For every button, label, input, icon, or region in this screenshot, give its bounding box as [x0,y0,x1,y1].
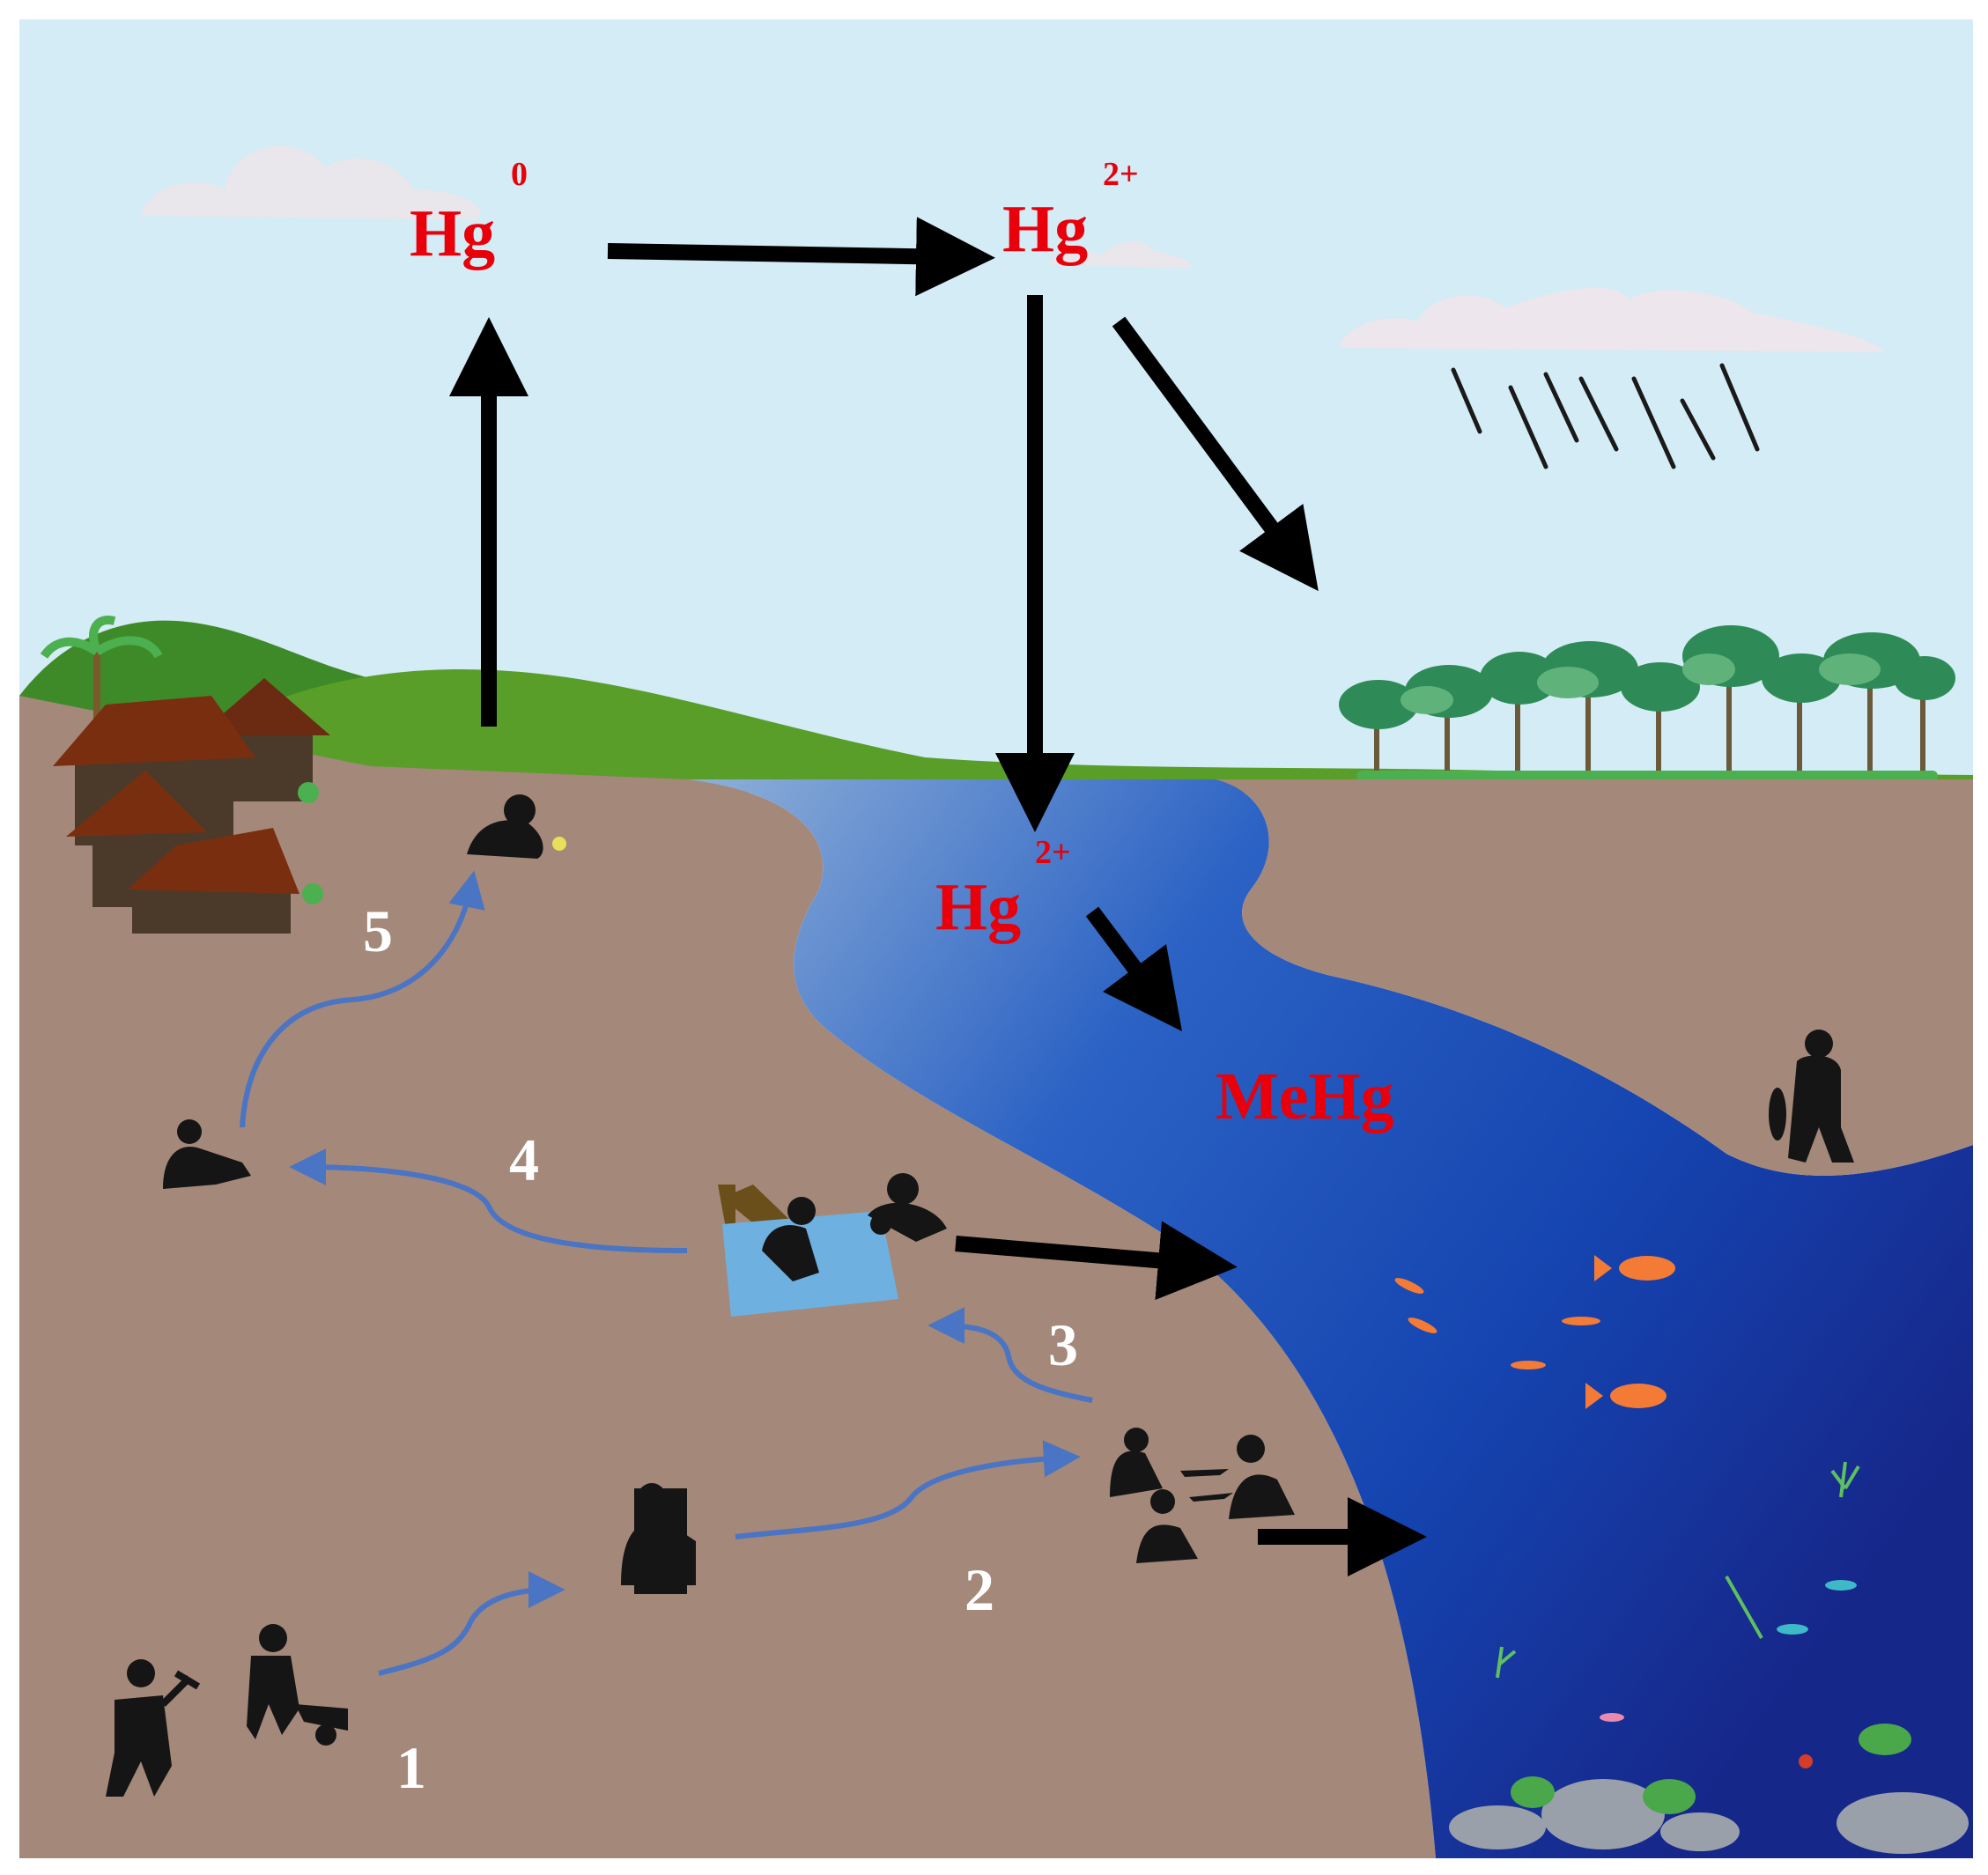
svg-text:2+: 2+ [1035,834,1071,871]
svg-text:2+: 2+ [1103,156,1139,193]
process-arrows [240,870,1093,1676]
cloud-icon [141,145,1192,269]
green-hill [264,669,1973,793]
village [40,616,330,934]
step-3-label: 3 [1048,1311,1078,1378]
arrow-hg0-to-hg2-air [607,217,995,297]
forest [1339,625,1955,781]
process-arrow-4 [289,1148,688,1253]
hg2-water-label: Hg 2+ [935,834,1071,944]
step-5-label: 5 [363,897,393,964]
rain-icon [1451,363,1760,469]
rock-icon [1449,1779,1969,1854]
hg2-air-label: Hg 2+ [1002,156,1139,266]
fish-icon [1394,1255,1857,1722]
svg-text:0: 0 [511,156,528,193]
sky [19,19,1973,786]
mehg-label: MeHg [1216,1059,1394,1133]
person-silhouette-icon [106,794,1854,1797]
step-4-label: 4 [509,1126,539,1193]
palm-tree-icon [40,616,163,722]
aquatic-plant-icon [1511,1724,1911,1814]
svg-text:Hg: Hg [935,870,1021,944]
svg-text:Hg: Hg [1002,192,1088,266]
hg0-label: Hg 0 [410,156,528,270]
right-bank [1216,779,1973,1176]
process-arrow-3 [927,1307,1093,1403]
arrow-sluice-to-river [955,1221,1238,1301]
step-2-label: 2 [964,1556,994,1623]
svg-text:Hg: Hg [410,196,495,270]
hut-icon [53,678,330,934]
step-1-label: 1 [396,1734,426,1801]
process-arrow-5 [240,870,485,1128]
arrow-hg2-to-forest [1112,316,1319,592]
process-arrow-2 [735,1440,1081,1539]
river [687,779,1973,1858]
cloud-icon [1339,287,1885,352]
flux-arrows [449,217,1427,1576]
aquatic-plant-icon [1496,1461,1860,1679]
process-arrow-1 [378,1571,565,1676]
arrow-hg2-water-to-mehg [1085,906,1182,1031]
